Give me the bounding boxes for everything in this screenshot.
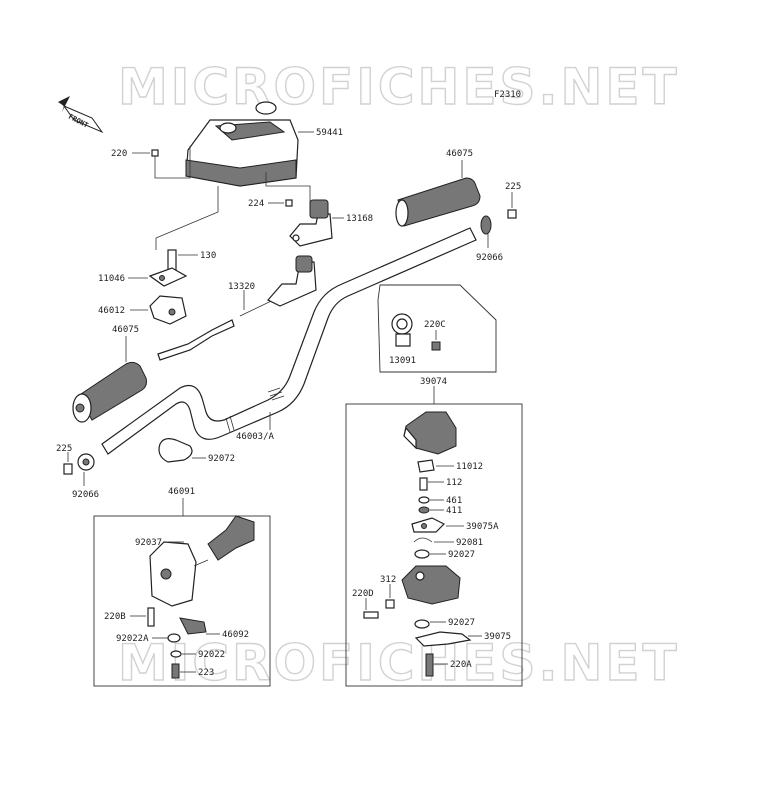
screw-220C-part xyxy=(431,341,441,351)
bolt-112-part xyxy=(419,477,428,491)
box-46091 xyxy=(93,515,271,687)
label-92027-b: 92027 xyxy=(448,618,475,628)
front-arrow-icon: FRONT xyxy=(58,96,104,134)
switch-housing-46091-part xyxy=(149,515,255,607)
holder-46012-part xyxy=(149,295,187,325)
screw-312-part xyxy=(385,599,395,609)
label-220C: 220C xyxy=(424,320,446,330)
housing-lower-39074-part xyxy=(401,565,461,605)
screw-220A-part xyxy=(425,653,434,677)
nut-411-part xyxy=(418,506,430,514)
label-46003A: 46003/A xyxy=(236,432,275,442)
spring-92081-part xyxy=(413,537,433,543)
label-46091: 46091 xyxy=(168,487,195,497)
cover-39074-part xyxy=(403,411,457,455)
label-225-right: 225 xyxy=(505,182,521,192)
label-130: 130 xyxy=(200,251,216,261)
label-92037: 92037 xyxy=(135,538,162,548)
lever-39075-part xyxy=(414,631,472,647)
label-461: 461 xyxy=(446,496,462,506)
label-11046: 11046 xyxy=(98,274,125,284)
label-223: 223 xyxy=(198,668,214,678)
housing-cover-part xyxy=(185,101,299,187)
plate-39075A-part xyxy=(411,517,446,533)
label-92081: 92081 xyxy=(456,538,483,548)
label-220: 220 xyxy=(111,149,127,159)
clamp-13091-part xyxy=(391,313,413,347)
washer-92022-part xyxy=(170,650,182,658)
label-224: 224 xyxy=(248,199,264,209)
label-13320: 13320 xyxy=(228,282,255,292)
label-92066-left: 92066 xyxy=(72,490,99,500)
label-92027-a: 92027 xyxy=(448,550,475,560)
clip-11012-part xyxy=(417,459,435,473)
watermark-top: MICROFICHES.NET xyxy=(118,58,680,116)
grip-46075-right-part xyxy=(395,177,481,227)
label-13091: 13091 xyxy=(389,356,416,366)
screw-220B-part xyxy=(147,607,155,627)
label-13168: 13168 xyxy=(346,214,373,224)
bolt-225-right-part xyxy=(507,209,517,219)
washer-92022A-part xyxy=(167,633,181,643)
label-92072: 92072 xyxy=(208,454,235,464)
label-46075-left: 46075 xyxy=(112,325,139,335)
handlebar-46003A-part xyxy=(101,227,477,455)
label-411: 411 xyxy=(446,506,462,516)
label-46012: 46012 xyxy=(98,306,125,316)
label-312: 312 xyxy=(380,575,396,585)
clamp-92072-part xyxy=(158,438,193,463)
holder-11046-part xyxy=(148,267,188,287)
label-220A: 220A xyxy=(450,660,472,670)
washer-92027-a-part xyxy=(414,549,430,559)
lever-46092-part xyxy=(179,617,207,635)
label-220B: 220B xyxy=(104,612,126,622)
washer-92027-b-part xyxy=(414,619,430,629)
screw-220D-part xyxy=(363,611,379,619)
label-92066-right: 92066 xyxy=(476,253,503,263)
screw-223-part xyxy=(171,663,180,679)
label-92022: 92022 xyxy=(198,650,225,660)
figure-code: F2310 xyxy=(494,90,521,100)
label-39075: 39075 xyxy=(484,632,511,642)
label-46075-top: 46075 xyxy=(446,149,473,159)
bolt-225-left-part xyxy=(63,463,73,475)
switch-13168-part xyxy=(289,199,333,247)
label-92022A: 92022A xyxy=(116,634,149,644)
label-112: 112 xyxy=(446,478,462,488)
label-39075A: 39075A xyxy=(466,522,499,532)
watermark-bottom: MICROFICHES.NET xyxy=(118,634,680,692)
label-59441: 59441 xyxy=(316,128,343,138)
grip-46075-left-part xyxy=(72,361,147,423)
screw-224-part xyxy=(285,199,293,207)
cable-13320-part xyxy=(157,255,317,361)
label-46092: 46092 xyxy=(222,630,249,640)
inset-box-13091 xyxy=(377,284,497,373)
label-11012: 11012 xyxy=(456,462,483,472)
label-39074: 39074 xyxy=(420,377,447,387)
washer-461-part xyxy=(418,496,430,504)
box-39074 xyxy=(345,403,523,687)
label-220D: 220D xyxy=(352,589,374,599)
label-225-left: 225 xyxy=(56,444,72,454)
screw-220-part xyxy=(151,149,159,168)
weight-92066-right-part xyxy=(480,215,492,235)
